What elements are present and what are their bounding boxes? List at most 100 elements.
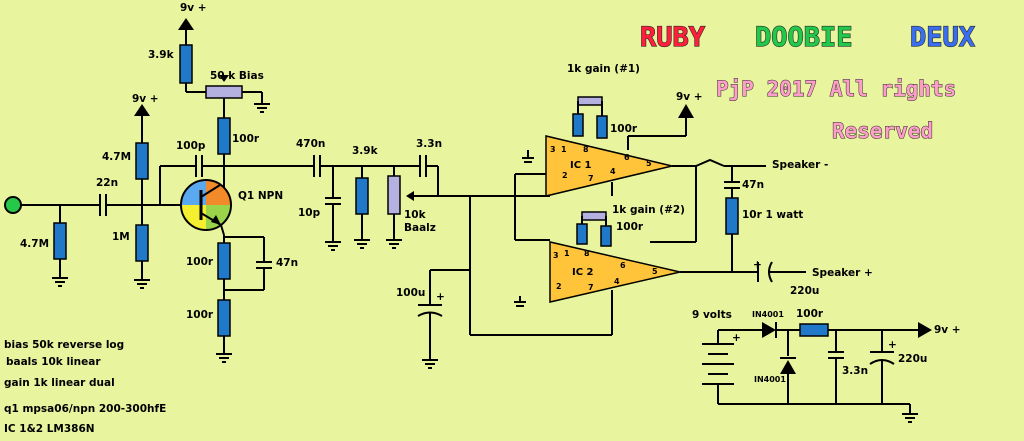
ic1-lm386: IC 1 3 1 8 2 7 4 6 5 1k gain (#1) 100r 9… xyxy=(545,63,828,243)
label-9v-ic: 9v + xyxy=(676,91,703,103)
title-doobie: DOOBIE xyxy=(755,22,853,53)
diode-1 xyxy=(762,322,776,338)
label-9v-top: 9v + xyxy=(180,2,207,14)
transistor-stage: 100p Q1 NPN 100r 47n 100r xyxy=(159,140,298,363)
label-9-volts: 9 volts xyxy=(692,309,732,321)
credit-line-2: Reserved xyxy=(832,119,933,143)
gain-pot-2 xyxy=(581,211,607,221)
bias-pot xyxy=(205,85,243,99)
ic2-lm386: IC 2 3 1 8 2 7 4 6 5 + 1k gain (#2) 100r… xyxy=(549,204,873,303)
resistor-100r-collector xyxy=(217,117,231,155)
title-ruby: RUBY xyxy=(640,22,706,53)
resistor-100r-psu xyxy=(799,323,829,337)
note-baals: baals 10k linear xyxy=(6,356,101,368)
supply-arrow-out xyxy=(918,322,932,338)
resistor-100r-ic2-a xyxy=(576,223,588,245)
label-100r-emitter: 100r xyxy=(186,256,214,268)
ic2-pin-1: 1 xyxy=(564,249,570,258)
ic1-pin-8: 8 xyxy=(583,145,589,154)
label-plus-100u: + xyxy=(436,291,445,303)
resistor-4m7-input xyxy=(53,222,67,260)
ic2-pin-4: 4 xyxy=(614,277,620,286)
label-100u: 100u xyxy=(396,287,425,299)
label-10r-1w: 10r 1 watt xyxy=(742,209,803,221)
ic1-pin-2: 2 xyxy=(562,171,568,180)
diode-2 xyxy=(780,360,796,374)
label-9v-left: 9v + xyxy=(132,93,159,105)
ic1-pin-3: 3 xyxy=(550,145,556,154)
gain-pot-1 xyxy=(577,96,603,106)
resistor-100r-ic1-a xyxy=(572,113,584,137)
resistor-10r-1w xyxy=(725,197,739,235)
note-bias: bias 50k reverse log xyxy=(4,339,124,351)
supply-arrow-top xyxy=(178,18,194,30)
ic2-pin-2: 2 xyxy=(556,282,562,291)
label-100r-collector: 100r xyxy=(232,133,260,145)
label-3n3-psu: 3.3n xyxy=(842,365,868,377)
baalz-network: 470n 3.9k 3.3n 10p 10k Baalz xyxy=(224,138,442,251)
label-22n: 22n xyxy=(96,177,118,189)
ic2-pin-6: 6 xyxy=(620,261,626,270)
baalz-pot xyxy=(387,175,401,215)
label-baalz: Baalz xyxy=(404,222,436,234)
label-220u-psu: 220u xyxy=(898,353,927,365)
title-deux: DEUX xyxy=(910,22,975,53)
resistor-3k9-mid xyxy=(355,177,369,215)
label-plus-220u-psu: + xyxy=(888,339,897,351)
resistor-3k9-top xyxy=(179,44,193,84)
resistor-4m7-bias xyxy=(135,142,149,180)
label-10p: 10p xyxy=(298,207,321,219)
label-plus-battery: + xyxy=(732,332,741,344)
label-speaker-plus: Speaker + xyxy=(812,267,873,279)
label-9v-out: 9v + xyxy=(934,324,961,336)
label-100r-ic1: 100r xyxy=(610,123,638,135)
label-q1-npn: Q1 NPN xyxy=(238,190,283,202)
label-4m7-input: 4.7M xyxy=(20,238,49,250)
label-100r-psu: 100r xyxy=(796,308,824,320)
label-47n-emitter: 47n xyxy=(276,257,298,269)
bias-network: 9v + 3.9k 50 k Bias 100r xyxy=(148,2,270,188)
credit-line-1: PjP 2017 All rights xyxy=(716,77,956,101)
ic2-body xyxy=(549,241,681,303)
ic1-pin-6: 6 xyxy=(624,153,630,162)
resistor-100r-low xyxy=(217,299,231,337)
label-100r-low: 100r xyxy=(186,309,214,321)
label-gain-1: 1k gain (#1) xyxy=(567,63,640,75)
label-100r-ic2: 100r xyxy=(616,221,644,233)
ic2-pin-5: 5 xyxy=(652,267,658,276)
notes-block: bias 50k reverse log baals 10k linear ga… xyxy=(4,339,166,435)
label-3k9-mid: 3.9k xyxy=(352,145,379,157)
ic2-pin-3: 3 xyxy=(553,251,559,260)
ic2-label: IC 2 xyxy=(572,267,594,278)
ic1-label: IC 1 xyxy=(570,160,592,171)
label-diode-1: IN4001 xyxy=(752,310,784,319)
label-plus-220u-out: + xyxy=(753,259,762,271)
ic2-pin-7: 7 xyxy=(588,283,594,292)
label-speaker-minus: Speaker - xyxy=(772,159,828,171)
power-supply: + + 9 volts IN4001 IN4001 100r 9v + 3.3n… xyxy=(692,308,961,423)
ic1-pin-5: 5 xyxy=(646,159,652,168)
resistor-100r-emitter xyxy=(217,242,231,280)
input-jack[interactable] xyxy=(4,196,22,214)
zobel-network: 47n 10r 1 watt xyxy=(724,166,803,272)
ic1-pin-4: 4 xyxy=(610,167,616,176)
label-diode-2: IN4001 xyxy=(754,375,786,384)
label-1m: 1M xyxy=(112,231,130,243)
resistor-100r-ic2-b xyxy=(600,225,612,247)
ic1-pin-1: 1 xyxy=(561,145,567,154)
opamp-wiring: + 100u xyxy=(396,150,613,369)
note-ic: IC 1&2 LM386N xyxy=(4,423,95,435)
label-3n3-mid: 3.3n xyxy=(416,138,442,150)
label-gain-2: 1k gain (#2) xyxy=(612,204,685,216)
resistor-100r-ic1-b xyxy=(596,115,608,139)
label-bias-pot: 50 k Bias xyxy=(210,70,264,82)
transistor-q1-npn xyxy=(180,179,232,231)
label-470n: 470n xyxy=(296,138,325,150)
note-q1: q1 mpsa06/npn 200-300hfE xyxy=(4,403,166,415)
resistor-1m xyxy=(135,224,149,262)
label-baalz-10k: 10k xyxy=(404,209,427,221)
input-network: 9v + 4.7M 22n 4.7M 1M xyxy=(4,93,200,289)
label-100p: 100p xyxy=(176,140,206,152)
